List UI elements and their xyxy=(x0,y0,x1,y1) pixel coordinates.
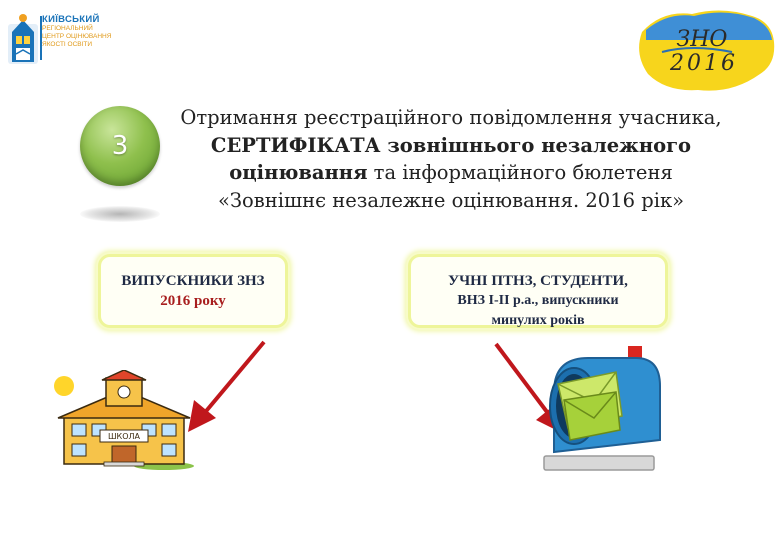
logo-line-2: РЕГІОНАЛЬНИЙ xyxy=(42,25,93,32)
badge-line-2: 2016 xyxy=(669,51,738,76)
step-circle: 3 xyxy=(80,106,160,186)
graduates-box-line-1: ВИПУСКНИКИ ЗНЗ xyxy=(121,273,265,289)
step-number: 3 xyxy=(111,131,129,161)
zno-2016-badge-icon: ЗНО 2016 xyxy=(639,10,775,91)
students-box-line-1: УЧНІ ПТНЗ, СТУДЕНТИ, xyxy=(448,273,628,289)
graduates-box-line-2: 2016 року xyxy=(160,293,226,309)
students-box-line-2: ВНЗ І-ІІ р.а., випускники xyxy=(457,293,619,308)
heading-line-3: та інформаційного бюлетеня xyxy=(367,161,673,184)
students-box-line-3: минулих років xyxy=(491,313,585,328)
mailbox-icon xyxy=(543,346,661,471)
logo-text: КИЇВСЬКИЙ РЕГІОНАЛЬНИЙ ЦЕНТР ОЦІНЮВАННЯ … xyxy=(42,14,112,49)
heading-line-1: Отримання реєстраційного повідомлення уч… xyxy=(180,106,722,129)
page-title: Отримання реєстраційного повідомлення уч… xyxy=(166,104,736,214)
heading-line-4: «Зовнішнє незалежне оцінювання. 2016 рік… xyxy=(217,188,685,212)
school-sign: ШКОЛА xyxy=(108,432,141,441)
logo-line-4: ЯКОСТІ ОСВІТИ xyxy=(42,41,93,48)
graduates-box: ВИПУСКНИКИ ЗНЗ 2016 року xyxy=(98,254,288,328)
heading-bold: СЕРТИФІКАТА зовнішнього незалежного оцін… xyxy=(210,133,692,185)
logo-line-3: ЦЕНТР ОЦІНЮВАННЯ xyxy=(42,33,112,40)
badge-line-1: ЗНО xyxy=(677,27,728,52)
arrow-down-left-icon xyxy=(188,340,266,432)
school-building-icon: ШКОЛА xyxy=(54,370,194,470)
kyiv-center-logo-icon xyxy=(8,14,42,64)
logo-line-1: КИЇВСЬКИЙ xyxy=(42,14,100,25)
students-box: УЧНІ ПТНЗ, СТУДЕНТИ, ВНЗ І-ІІ р.а., випу… xyxy=(408,254,668,328)
step-shadow xyxy=(80,206,160,222)
